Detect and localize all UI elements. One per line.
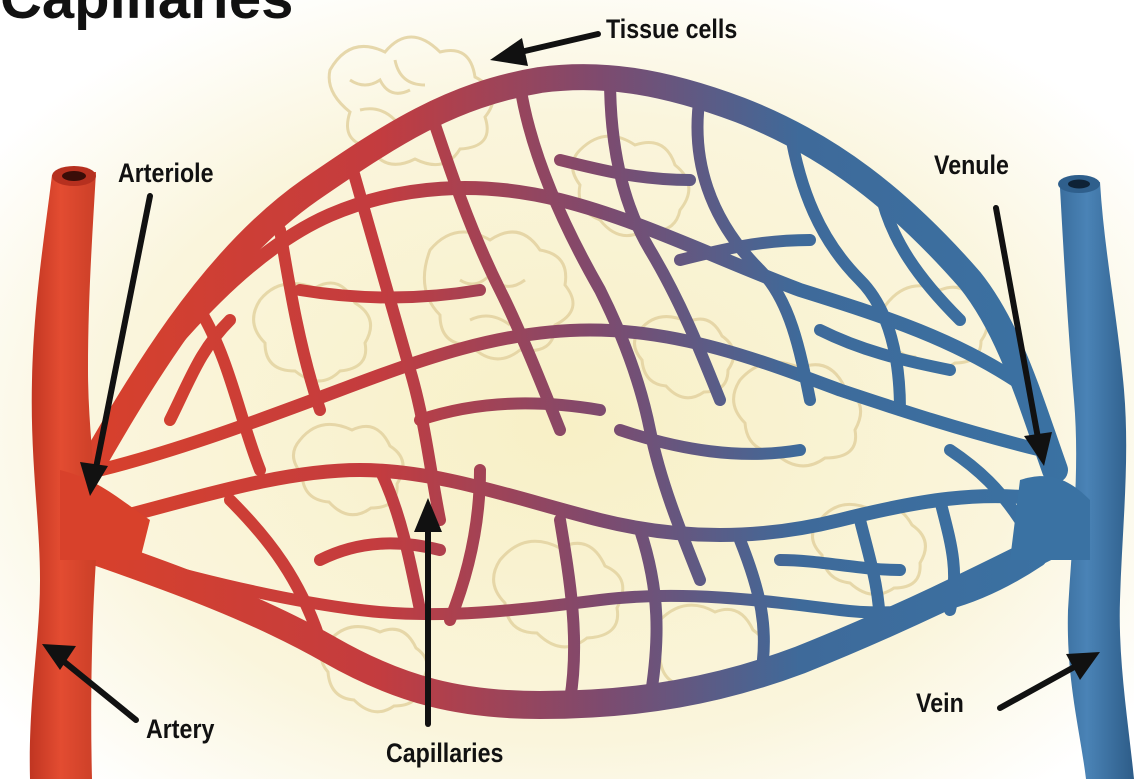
label-vein: Vein (916, 690, 964, 717)
diagram-title: Capillaries (0, 0, 293, 28)
label-venule: Venule (934, 152, 1009, 179)
label-arteriole: Arteriole (118, 160, 214, 187)
label-artery: Artery (146, 716, 214, 743)
label-capillaries: Capillaries (386, 740, 503, 767)
label-tissue-cells: Tissue cells (606, 16, 737, 43)
